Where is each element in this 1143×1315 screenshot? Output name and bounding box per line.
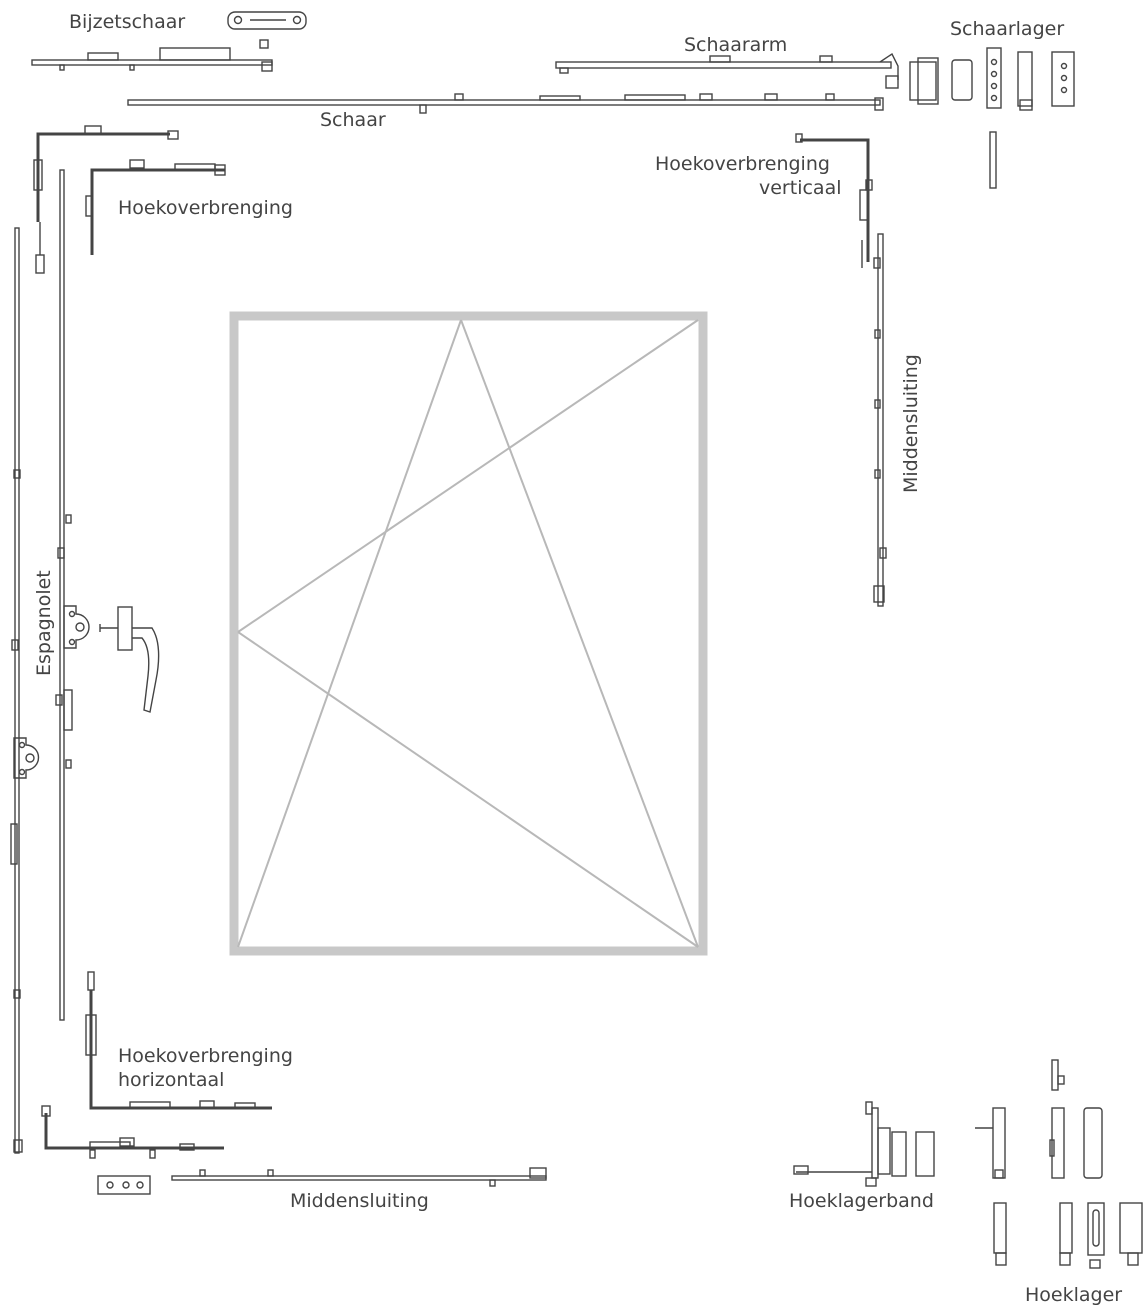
window-frame	[229, 311, 708, 956]
label-espagnolet: Espagnolet	[33, 570, 55, 676]
hoeklager-parts	[975, 1059, 1143, 1269]
label-hoekoverbrenging-horizontaal-line1: Hoekoverbrenging	[118, 1045, 293, 1067]
schaar-part	[127, 93, 884, 114]
label-bijzetschaar: Bijzetschaar	[69, 11, 186, 33]
middensluiting-right-part	[873, 233, 887, 607]
label-schaar: Schaar	[320, 109, 386, 131]
label-hoeklagerband: Hoeklagerband	[789, 1190, 934, 1212]
schaarlager-parts	[909, 47, 1075, 189]
schaararm-part	[555, 52, 899, 89]
middensluiting-bottom-part	[97, 1167, 547, 1195]
label-hoeklager: Hoeklager	[1025, 1284, 1123, 1306]
label-middensluiting-right: Middensluiting	[900, 354, 922, 493]
label-hoekoverbrenging-verticaal-line2: verticaal	[759, 177, 842, 199]
label-hoekoverbrenging-verticaal-line1: Hoekoverbrenging	[655, 153, 830, 175]
hoekoverbrenging-horizontaal-part	[41, 971, 272, 1159]
espagnolet-part	[10, 169, 90, 1154]
bijzetschaar-part	[31, 11, 307, 72]
hoeklagerband-part	[793, 1101, 935, 1187]
handle-part	[99, 606, 160, 713]
label-schaarlager: Schaarlager	[950, 18, 1065, 40]
label-hoekoverbrenging: Hoekoverbrenging	[118, 197, 293, 219]
label-middensluiting-bottom: Middensluiting	[290, 1190, 429, 1212]
hoekoverbrenging-upper-part	[33, 125, 226, 274]
hoekoverbrenging-verticaal-part	[795, 133, 873, 268]
label-schaararm: Schaararm	[684, 34, 788, 56]
label-hoekoverbrenging-horizontaal-line2: horizontaal	[118, 1069, 225, 1091]
